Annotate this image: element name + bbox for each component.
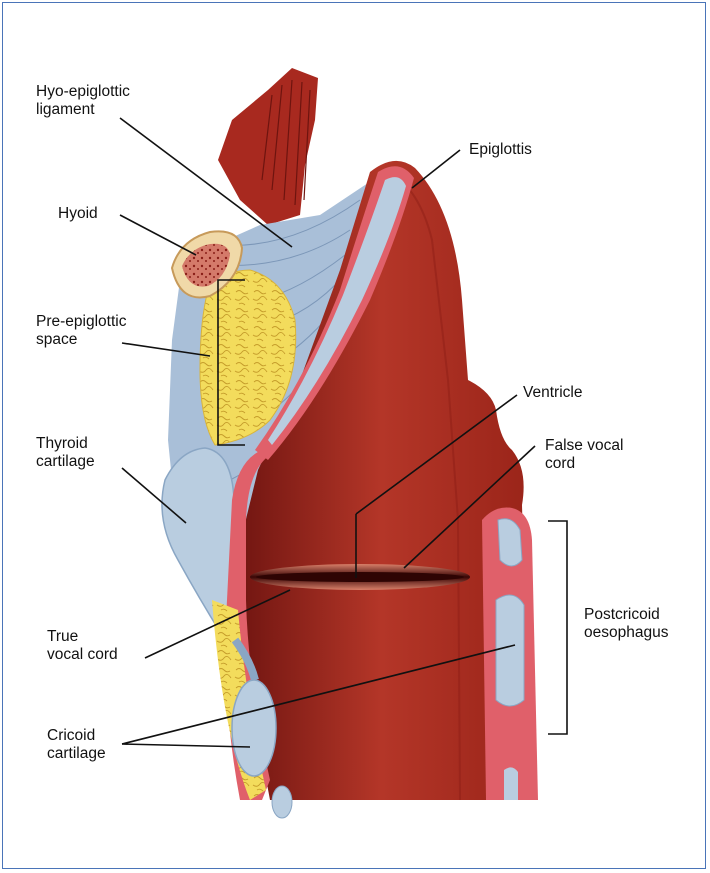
label-pre-epiglottic-space: Pre-epiglottic space [36, 313, 126, 349]
tongue-base-muscle [218, 68, 318, 225]
label-line: Hyoid [58, 205, 98, 223]
leader-hyoid [120, 215, 196, 255]
label-line: Cricoid [47, 727, 106, 745]
label-false-vocal-cord: False vocal cord [545, 437, 623, 473]
label-epiglottis: Epiglottis [469, 141, 532, 159]
label-line: True [47, 628, 118, 646]
label-line: Thyroid [36, 435, 95, 453]
label-line: Ventricle [523, 384, 582, 402]
label-line: False vocal [545, 437, 623, 455]
label-line: Hyo-epiglottic [36, 83, 130, 101]
label-hyoid: Hyoid [58, 205, 98, 223]
label-line: ligament [36, 101, 130, 119]
label-thyroid-cartilage: Thyroid cartilage [36, 435, 95, 471]
leader-cricoid-anterior [122, 744, 250, 747]
label-line: Epiglottis [469, 141, 532, 159]
vocal-cord-groove [250, 564, 470, 590]
bracket-postcricoid [548, 521, 567, 734]
label-line: cartilage [47, 745, 106, 763]
label-line: cartilage [36, 453, 95, 471]
label-ventricle: Ventricle [523, 384, 582, 402]
label-line: Pre-epiglottic [36, 313, 126, 331]
label-postcricoid-oesophagus: Postcricoid oesophagus [584, 606, 668, 642]
leader-epiglottis [412, 150, 460, 188]
label-line: vocal cord [47, 646, 118, 664]
postcricoid-wall [482, 508, 538, 801]
label-hyo-epiglottic-ligament: Hyo-epiglottic ligament [36, 83, 130, 119]
label-line: oesophagus [584, 624, 668, 642]
label-line: space [36, 331, 126, 349]
label-cricoid-cartilage: Cricoid cartilage [47, 727, 106, 763]
label-true-vocal-cord: True vocal cord [47, 628, 118, 664]
label-line: Postcricoid [584, 606, 668, 624]
label-line: cord [545, 455, 623, 473]
